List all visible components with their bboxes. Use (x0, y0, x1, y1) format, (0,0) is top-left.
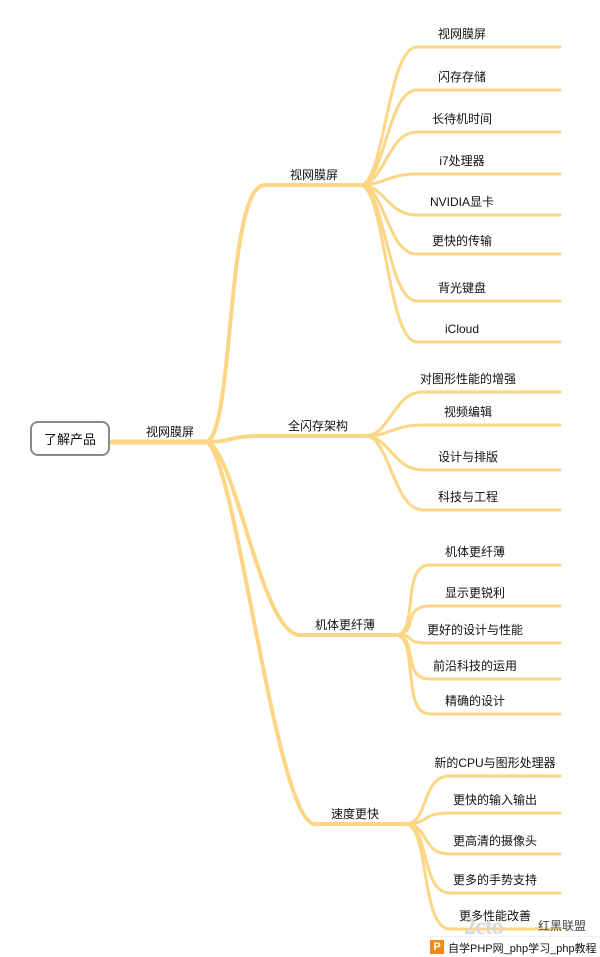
leaf-node-0-2[interactable]: 长待机时间 (432, 112, 492, 126)
leaf-node-2-0[interactable]: 机体更纤薄 (445, 544, 505, 559)
watermark-logo: 2cto (464, 914, 504, 940)
leaf-node-0-7[interactable]: iCloud (445, 322, 479, 336)
child-curve-3-4 (403, 822, 452, 931)
leaf-node-2-3[interactable]: 前沿科技的运用 (433, 658, 517, 673)
leaf-node-2-4[interactable]: 精确的设计 (445, 693, 505, 708)
branch-curve-3 (203, 440, 317, 826)
branch-curve-2 (203, 440, 302, 637)
watermark-p-icon: P (430, 940, 444, 954)
hub-node-label[interactable]: 视网膜屏 (146, 424, 194, 439)
leaf-node-1-2[interactable]: 设计与排版 (438, 450, 498, 464)
leaf-node-0-6[interactable]: 背光键盘 (438, 280, 486, 295)
leaf-node-0-0[interactable]: 视网膜屏 (438, 26, 486, 41)
branch-curve-1 (203, 434, 267, 444)
child-curve-2-1 (393, 604, 432, 637)
child-curve-3-1 (403, 811, 452, 826)
leaf-node-3-0[interactable]: 新的CPU与图形处理器 (434, 755, 555, 770)
leaf-node-0-4[interactable]: NVIDIA显卡 (430, 195, 494, 209)
root-node-label: 了解产品 (43, 432, 96, 447)
leaf-node-0-5[interactable]: 更快的传输 (432, 233, 492, 248)
watermark: 2cto 红黑联盟 P 自学PHP网_php学习_php教程 (428, 912, 600, 957)
leaf-node-1-1[interactable]: 视频编辑 (444, 404, 492, 419)
branch-node-1[interactable]: 全闪存架构 (288, 418, 348, 433)
leaf-node-1-0[interactable]: 对图形性能的增强 (420, 371, 516, 386)
watermark-text: 自学PHP网_php学习_php教程 (448, 943, 597, 955)
branch-node-2[interactable]: 机体更纤薄 (315, 617, 375, 632)
leaf-node-0-1[interactable]: 闪存存储 (438, 69, 486, 84)
connector-lines (107, 45, 562, 931)
leaf-node-2-1[interactable]: 显示更锐利 (445, 586, 505, 600)
child-curve-0-0 (358, 45, 419, 187)
child-curve-2-4 (393, 633, 432, 716)
leaf-node-3-1[interactable]: 更快的输入输出 (453, 792, 537, 807)
branch-node-3[interactable]: 速度更快 (331, 806, 379, 821)
child-curve-0-1 (358, 88, 419, 187)
child-curve-0-7 (358, 183, 419, 344)
child-curve-2-0 (393, 563, 432, 637)
branch-node-0[interactable]: 视网膜屏 (290, 167, 338, 182)
watermark-brand: 红黑联盟 (538, 919, 587, 933)
node-labels: 视网膜屏视网膜屏视网膜屏闪存存储长待机时间i7处理器NVIDIA显卡更快的传输背… (146, 26, 556, 923)
leaf-node-3-2[interactable]: 更高清的摄像头 (453, 833, 537, 848)
watermark-bar: P 自学PHP网_php学习_php教程 (428, 936, 600, 957)
leaf-node-3-4[interactable]: 更多性能改善 (459, 908, 531, 923)
leaf-node-3-3[interactable]: 更多的手势支持 (453, 872, 537, 887)
leaf-node-2-2[interactable]: 更好的设计与性能 (427, 622, 523, 637)
child-curve-0-5 (358, 183, 419, 256)
root-node[interactable]: 了解产品 (30, 421, 110, 456)
child-curve-1-3 (363, 434, 425, 512)
child-curve-1-1 (363, 423, 425, 438)
leaf-node-0-3[interactable]: i7处理器 (439, 154, 484, 168)
branch-curve-0 (203, 183, 267, 444)
leaf-node-1-3[interactable]: 科技与工程 (438, 489, 498, 504)
